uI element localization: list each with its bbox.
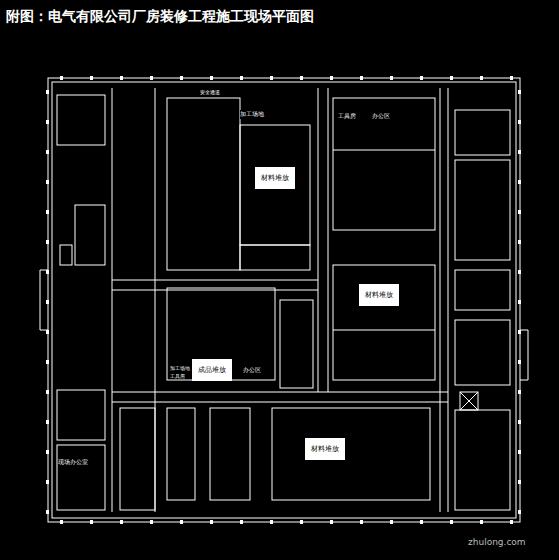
column (270, 520, 273, 524)
room-label: 办公区 (243, 366, 261, 375)
column (46, 150, 49, 154)
column (518, 420, 521, 424)
column (46, 120, 49, 124)
column (240, 76, 243, 80)
room-label: 加工场地 (170, 365, 190, 371)
column (180, 76, 183, 80)
room-label: 现场办公室 (58, 458, 88, 467)
column (46, 480, 49, 484)
walls (40, 78, 528, 522)
title: 附图：电气有限公司厂房装修工程施工现场平面图 (6, 8, 314, 26)
column (270, 76, 273, 80)
columns (46, 76, 521, 524)
column (510, 520, 513, 524)
column (518, 450, 521, 454)
room-label: 工具房 (170, 373, 185, 379)
column (518, 150, 521, 154)
room-label: 安全通道 (200, 89, 220, 95)
column (180, 520, 183, 524)
watermark: zhulong.com (468, 537, 526, 547)
column (210, 520, 213, 524)
column (60, 520, 63, 524)
column (46, 90, 49, 94)
column (120, 520, 123, 524)
column (480, 76, 483, 80)
column (120, 76, 123, 80)
column (518, 330, 521, 334)
column (518, 300, 521, 304)
column (46, 180, 49, 184)
column (150, 520, 153, 524)
column (518, 480, 521, 484)
column (518, 210, 521, 214)
column (46, 330, 49, 334)
column (518, 240, 521, 244)
column (518, 390, 521, 394)
column (518, 510, 521, 514)
column (390, 76, 393, 80)
column (330, 520, 333, 524)
storage-box: 成品堆放 (192, 359, 232, 381)
column (518, 90, 521, 94)
storage-box: 材料堆放 (305, 438, 345, 460)
column (240, 520, 243, 524)
column (60, 76, 63, 80)
column (46, 360, 49, 364)
column (330, 76, 333, 80)
column (518, 270, 521, 274)
column (300, 520, 303, 524)
column (360, 76, 363, 80)
column (420, 76, 423, 80)
storage-box: 材料堆放 (255, 167, 295, 189)
column (510, 76, 513, 80)
column (450, 520, 453, 524)
room-label: 办公区 (372, 112, 390, 121)
column (518, 360, 521, 364)
column (46, 240, 49, 244)
column (46, 450, 49, 454)
column (518, 180, 521, 184)
area-label: 成品堆放 (198, 366, 226, 374)
column (150, 76, 153, 80)
column (390, 520, 393, 524)
area-label: 材料堆放 (261, 174, 289, 182)
column (360, 520, 363, 524)
column (46, 390, 49, 394)
room-label: 工具房 (338, 112, 356, 121)
column (90, 76, 93, 80)
column (300, 76, 303, 80)
column (46, 210, 49, 214)
column (46, 510, 49, 514)
column (46, 270, 49, 274)
column (210, 76, 213, 80)
column (46, 300, 49, 304)
column (420, 520, 423, 524)
room-label: 加工场地 (240, 110, 264, 119)
area-label: 材料堆放 (365, 291, 393, 299)
area-label: 材料堆放 (311, 445, 339, 453)
column (46, 420, 49, 424)
column (90, 520, 93, 524)
storage-box: 材料堆放 (359, 284, 399, 306)
column (518, 120, 521, 124)
column (480, 520, 483, 524)
column (450, 76, 453, 80)
